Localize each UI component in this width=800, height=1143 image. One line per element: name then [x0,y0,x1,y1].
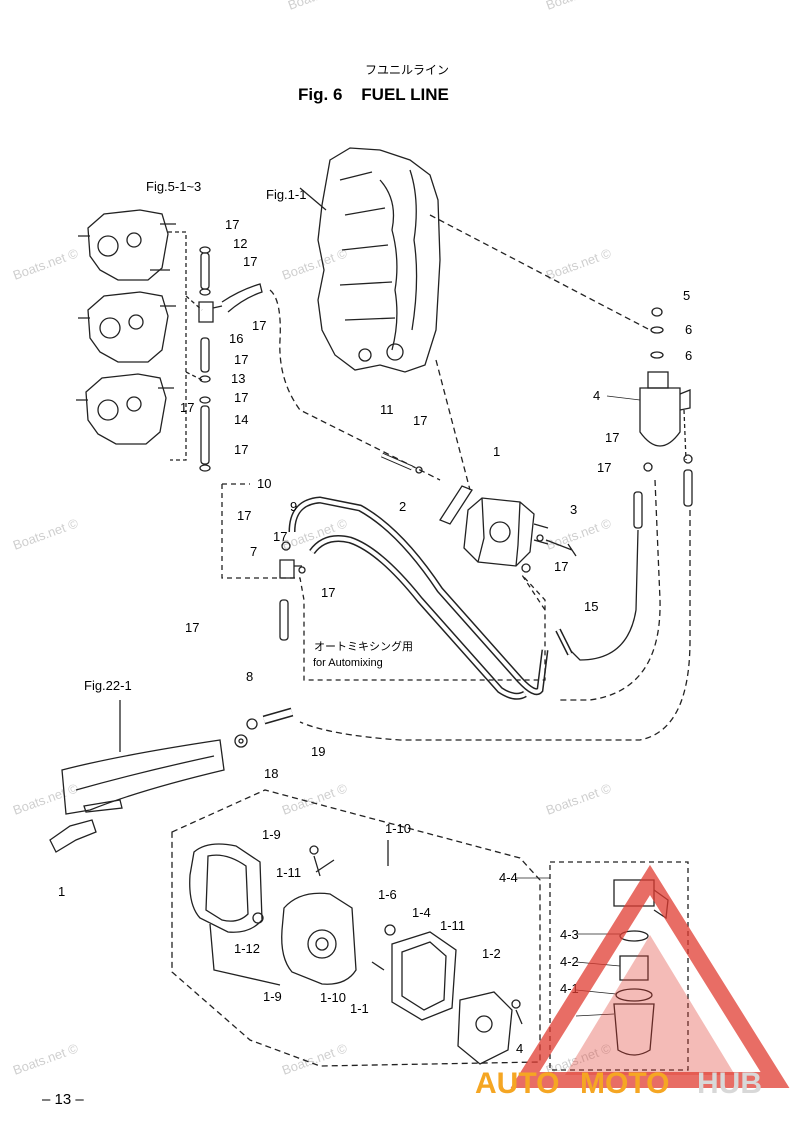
part-label: 6 [685,348,692,363]
part-label: 1-6 [378,887,397,902]
part-label: 17 [605,430,619,445]
watermark: Boats.net © [11,245,81,283]
part-label: 1-11 [440,918,465,933]
part-label: 17 [273,529,287,544]
part-label: 3 [570,502,577,517]
brand-logo-text-hub: HUB [697,1067,762,1100]
part-label: 18 [264,766,278,781]
part-label: 9 [290,499,297,514]
part-label: 17 [554,559,568,574]
title-japanese: フユニルライン [365,63,449,77]
part-label: 1-10 [385,821,411,836]
watermark: Boats.net © [280,245,350,283]
part-label: 7 [250,544,257,559]
part-label: 17 [237,508,251,523]
brand-logo-text-moto: MOTO [580,1067,669,1100]
part-label: 1-1 [350,1001,369,1016]
line-art [49,147,693,1071]
part-label: 17 [225,217,239,232]
part-label: 17 [234,390,248,405]
part-label: 17 [234,352,248,367]
part-label: 16 [229,331,243,346]
part-label: 1 [58,884,65,899]
brand-logo: AUTO MOTO HUB [475,864,790,1100]
automixing-note-japanese: オートミキシング用 [314,639,413,653]
part-label: 17 [185,620,199,635]
lower-unit-drawing [61,700,225,815]
watermark: Boats.net © [544,780,614,818]
part-label: 1-11 [276,865,301,880]
watermark: Boats.net © [544,245,614,283]
part-labels: 17 12 17 17 16 17 13 17 17 14 17 5 6 6 4… [58,217,692,1056]
carburetor-drawing-bottom [76,373,174,445]
part-label: 10 [257,476,271,491]
carburetor-drawing-top [78,209,176,281]
watermark: Boats.net © [280,780,350,818]
part-label: 13 [231,371,245,386]
part-label: 1-9 [263,989,282,1004]
part-label: 4-4 [499,870,518,885]
part-label: 4-3 [560,927,579,942]
part-label: 6 [685,322,692,337]
part-label: 4 [593,388,600,403]
watermark: Boats.net © [11,780,81,818]
watermark: Boats.net © [280,1040,350,1078]
part-label: 17 [321,585,335,600]
part-label: 8 [246,669,253,684]
part-label: 2 [399,499,406,514]
warning-triangle-inner-icon [565,935,735,1075]
part-label: 17 [243,254,257,269]
watermark: Boats.net © [11,1040,81,1078]
carburetor-drawing-middle [78,291,176,363]
part-label: 17 [252,318,266,333]
part-label: 1-4 [412,905,431,920]
page-number: – 13 – [42,1091,84,1108]
part-label: 4-2 [560,954,579,969]
reference-fig22: Fig.22-1 [84,678,132,693]
part-label: 15 [584,599,598,614]
engine-block-drawing [299,147,441,373]
part-label: 17 [180,400,194,415]
watermark: Boats.net © [544,515,614,553]
page-title: Fig. 6 FUEL LINE [298,85,449,104]
part-label: 1-12 [234,941,260,956]
watermarks: Boats.net © Boats.net © Boats.net © Boat… [11,0,614,1078]
watermark: Boats.net © [286,0,356,13]
fuel-filter-drawing [639,307,691,447]
reference-fig5: Fig.5-1~3 [146,179,201,194]
part-label: 11 [380,402,394,417]
watermark: Boats.net © [544,0,614,13]
part-label: 17 [413,413,427,428]
brand-logo-text-auto: AUTO [475,1067,559,1100]
part-label: 17 [597,460,611,475]
warning-triangle-icon [510,864,790,1088]
part-label: 19 [311,744,325,759]
part-label: 1-10 [320,990,346,1005]
automixing-note-english: for Automixing [313,657,383,669]
part-label: 1-9 [262,827,281,842]
fuel-pump-drawing [463,497,549,567]
part-label: 17 [234,442,248,457]
watermark: Boats.net © [11,515,81,553]
part-label: 1 [493,444,500,459]
part-label: 14 [234,412,248,427]
part-label: 4 [516,1041,523,1056]
part-label: 12 [233,236,247,251]
part-label: 5 [683,288,690,303]
reference-fig1: Fig.1-1 [266,187,306,202]
part-label: 1-2 [482,946,501,961]
